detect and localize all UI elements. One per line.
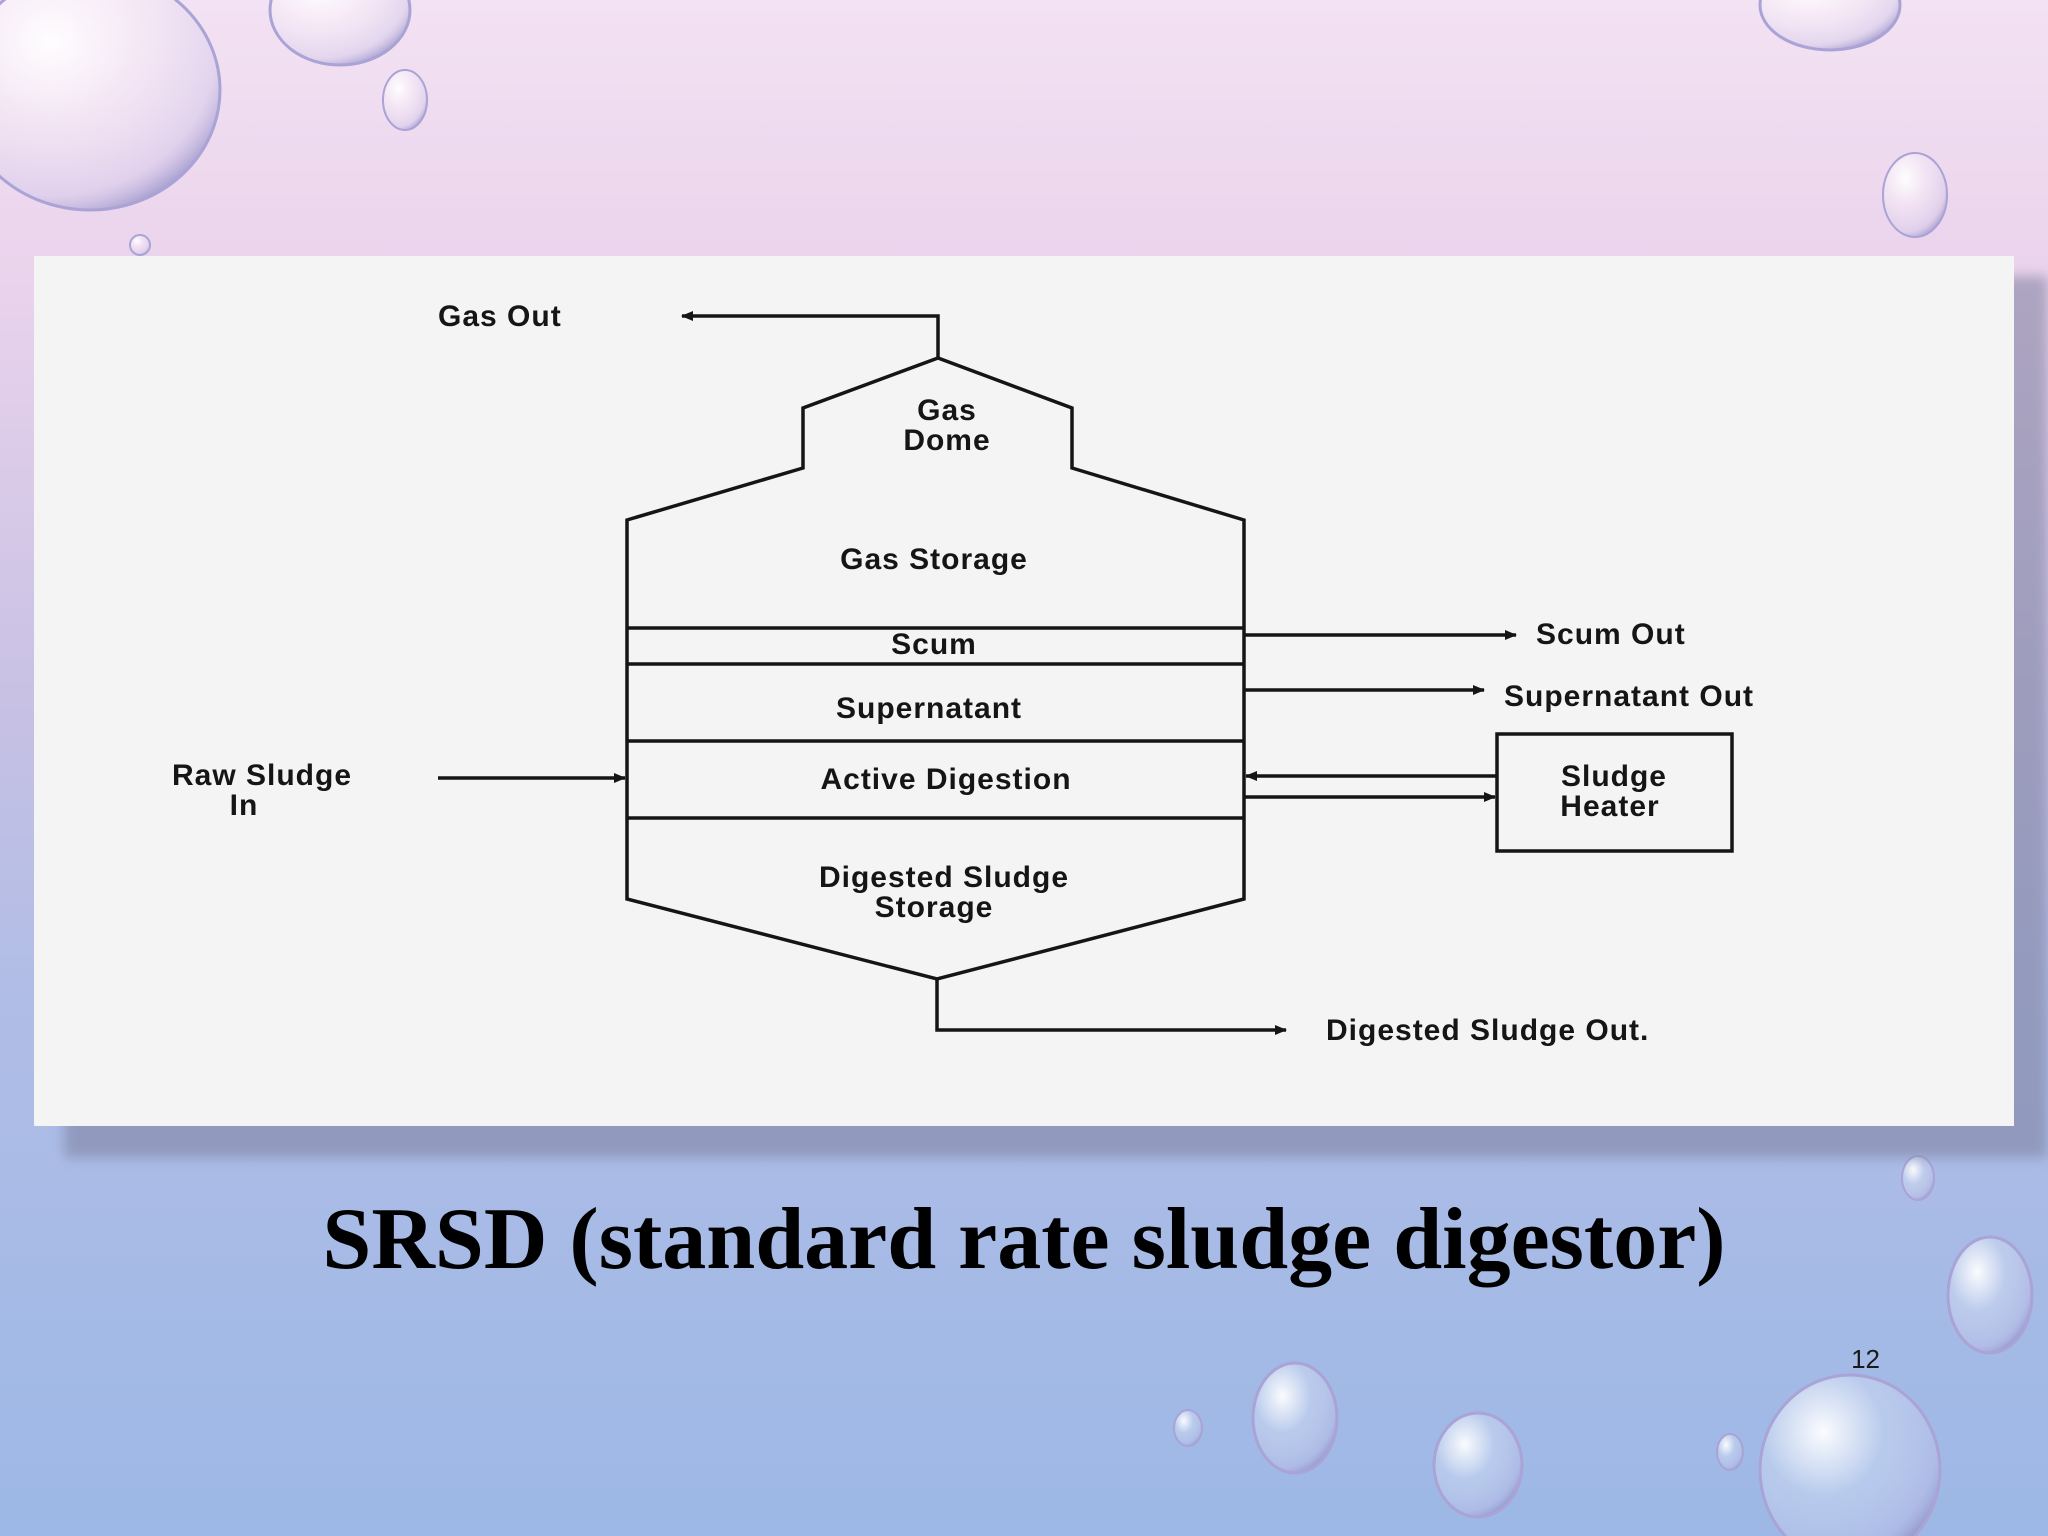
droplet (1716, 1433, 1744, 1471)
label-sludge-heater-1: Sludge (1561, 760, 1667, 793)
digester-tank-outline (625, 356, 1246, 981)
droplet (1946, 1235, 2034, 1355)
droplet (268, 0, 412, 67)
label-digested-storage-2: Storage (875, 891, 994, 924)
label-scum-out: Scum Out (1536, 618, 1686, 651)
label-gas-storage: Gas Storage (840, 543, 1028, 576)
label-scum: Scum (891, 628, 977, 661)
label-supernatant: Supernatant (836, 692, 1022, 725)
label-gas-out: Gas Out (438, 300, 562, 333)
droplet (0, 0, 222, 212)
label-gas-dome-2: Dome (903, 424, 990, 457)
droplet (1251, 1361, 1339, 1475)
label-sludge-heater-2: Heater (1560, 790, 1659, 823)
label-gas-dome-1: Gas (917, 394, 977, 427)
digested-sludge-out-pipe (935, 979, 1287, 1035)
droplet (1882, 152, 1948, 238)
label-raw-sludge-2: In (230, 789, 259, 822)
label-raw-sludge-1: Raw Sludge (172, 759, 352, 792)
droplet (382, 69, 428, 131)
slide-number: 12 (1851, 1344, 1880, 1374)
droplet (1173, 1409, 1203, 1447)
label-supernatant-out: Supernatant Out (1504, 680, 1754, 713)
sludge-heater-box (1495, 732, 1734, 853)
label-digested-storage-1: Digested Sludge (819, 861, 1069, 894)
droplet (1758, 1373, 1942, 1536)
droplet (1758, 0, 1902, 52)
diagram-panel: Gas Out Gas Dome Gas Storage Scum Supern… (34, 256, 2014, 1126)
label-active-digestion: Active Digestion (820, 763, 1071, 796)
slide-title: SRSD (standard rate sludge digestor) (322, 1191, 1726, 1288)
label-digested-out: Digested Sludge Out. (1326, 1014, 1649, 1047)
digester-diagram: Gas Out Gas Dome Gas Storage Scum Supern… (172, 300, 1754, 1047)
droplet (129, 234, 151, 256)
droplet (1432, 1411, 1524, 1519)
gas-out-pipe (681, 311, 940, 358)
